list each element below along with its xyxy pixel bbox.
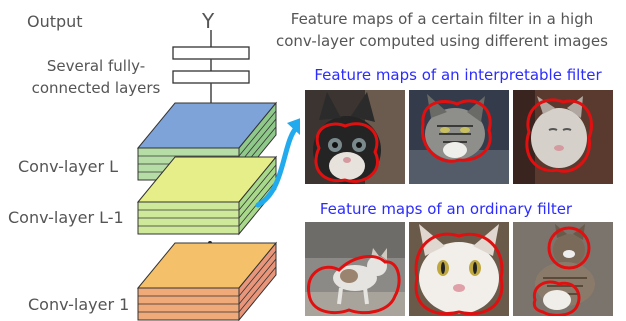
conv-layer-top-label: Conv-layer L <box>18 157 119 176</box>
ordinary-map-image-2 <box>409 222 509 316</box>
conv-layer-bottom-label: Conv-layer 1 <box>28 295 130 314</box>
conv-layer-mid-block <box>136 155 278 236</box>
fc-layer-2 <box>172 70 250 84</box>
ordinary-filter-title: Feature maps of an ordinary filter <box>319 200 573 218</box>
ordinary-map-image-3 <box>513 222 613 316</box>
header-caption-line1: Feature maps of a certain filter in a hi… <box>290 10 594 28</box>
feature-map-arrow <box>255 123 300 208</box>
header-caption-line2: conv-layer computed using different imag… <box>276 32 608 50</box>
output-label: Output <box>27 12 83 31</box>
fc-label-line2: connected layers <box>31 79 161 97</box>
interpretable-map-image-1 <box>305 90 405 184</box>
feature-map-arrow-head <box>287 118 300 135</box>
output-symbol: Y <box>202 9 215 33</box>
interpretable-map-image-2 <box>409 90 509 184</box>
ordinary-map-image-1 <box>305 222 405 316</box>
fc-layer-1 <box>172 46 250 60</box>
interpretable-map-image-3 <box>513 90 613 184</box>
interpretable-filter-title: Feature maps of an interpretable filter <box>314 66 602 84</box>
fc-label-line1: Several fully- <box>46 57 146 75</box>
conv-layer-mid-label: Conv-layer L-1 <box>8 208 124 227</box>
cnn-architecture-diagram <box>136 30 300 321</box>
conv-layer-bottom-block <box>136 241 278 321</box>
